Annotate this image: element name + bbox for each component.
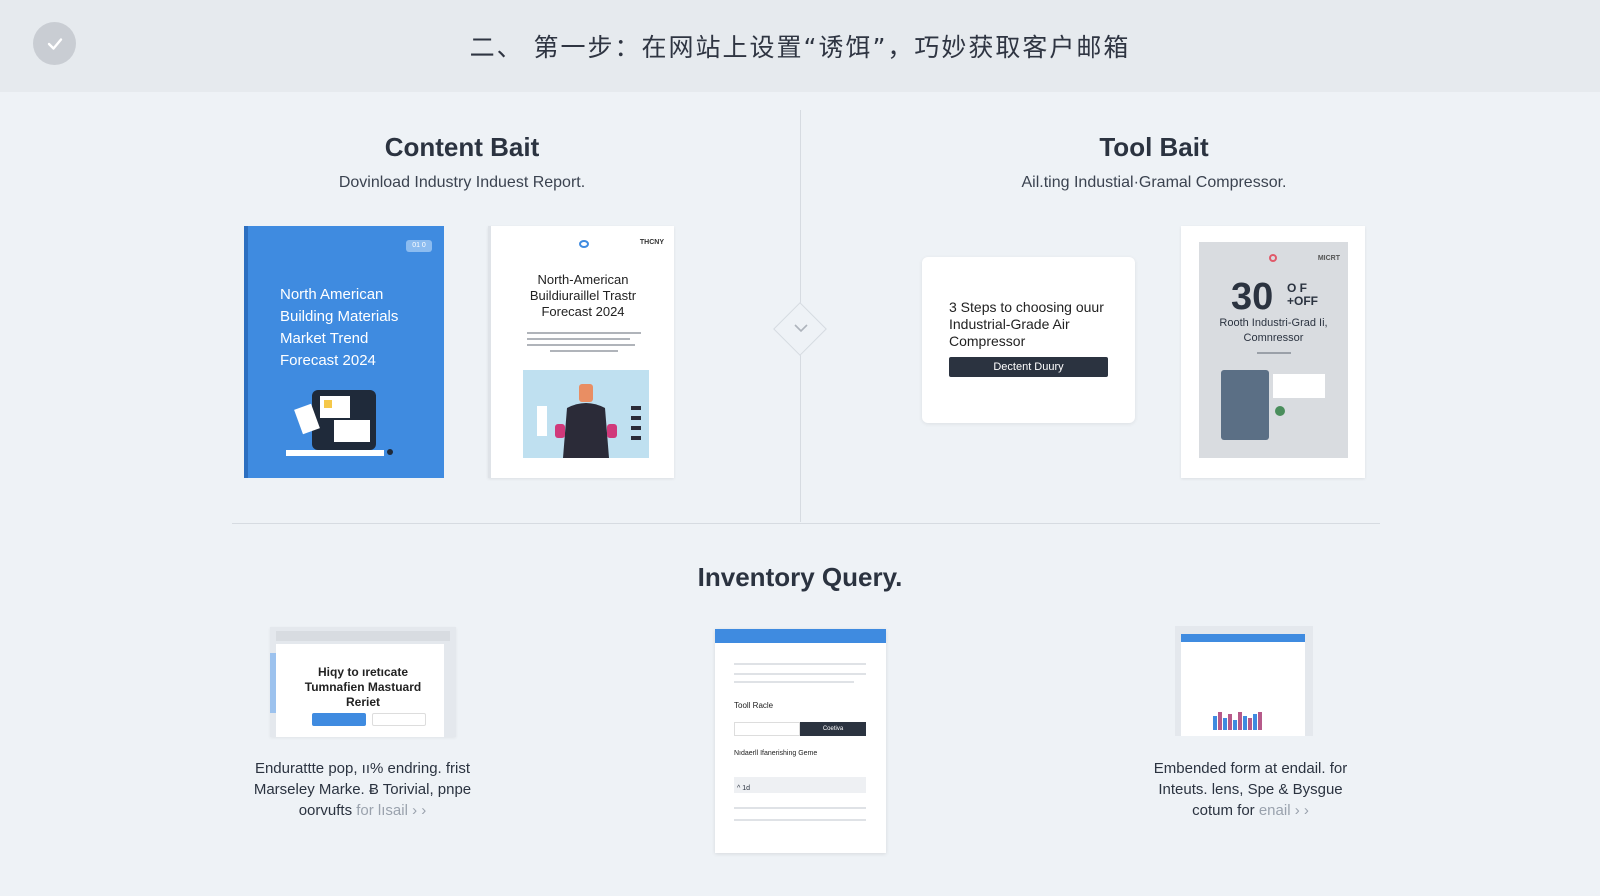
dashboard-caption: Embended form at endail. for Inteuts. le… <box>1108 758 1393 821</box>
dashboard-screenshot[interactable] <box>1175 626 1313 736</box>
form-tab-b[interactable]: Coetiva <box>800 722 866 736</box>
form-screenshot[interactable]: Tooll Racle Coetiva Nıdaerll Ifanerishin… <box>715 629 886 853</box>
popup-title: Hiqy to ıretıcate Tumnafien Mastuard Rer… <box>304 665 422 709</box>
dashboard-top-bar <box>1181 634 1305 642</box>
dashboard-bar-chart <box>1213 712 1301 732</box>
report-cover-white[interactable]: THCNY North-American Buildiuraillel Tras… <box>488 226 674 478</box>
caption-line: oorvufts <box>298 802 353 819</box>
popup-caption: Endurattte pop, ıı% endring. frist Marse… <box>220 758 505 821</box>
check-button[interactable] <box>33 22 76 65</box>
form-line <box>734 807 866 809</box>
poster-logo-icon <box>1269 254 1277 262</box>
cover-title: North American Building Materials Market… <box>280 286 399 369</box>
popup-screenshot[interactable]: Hiqy to ıretıcate Tumnafien Mastuard Rer… <box>270 627 456 737</box>
form-line <box>734 681 854 683</box>
poster-off-line1: O F <box>1287 281 1307 295</box>
poster-off-line2: +OFF <box>1287 294 1319 308</box>
promo-poster[interactable]: MICRT 30 O F+OFF Rooth Industri-Grad Ii,… <box>1199 242 1348 458</box>
poster-brand: MICRT <box>1317 255 1340 262</box>
poster-discount-number: 30 <box>1231 276 1274 318</box>
laptop-illustration-icon <box>286 390 393 456</box>
checkmark-icon <box>47 37 62 50</box>
cover-title: North-American Buildiuraillel Trastr For… <box>529 272 637 319</box>
caption-link[interactable]: enail <box>1254 802 1291 819</box>
poster-dot-icon <box>1275 406 1285 416</box>
browser-bar <box>276 631 450 641</box>
caption-line: Inteuts. lens, Spe & Bysgue <box>1158 781 1343 798</box>
poster-rule <box>1257 352 1291 354</box>
horizontal-divider <box>232 523 1380 524</box>
inventory-title: Inventory Query. <box>697 562 903 592</box>
poster-note <box>1273 374 1325 398</box>
report-cover-blue[interactable]: 01 0 North American Building Materials M… <box>244 226 444 478</box>
poster-title: Rooth Industri-Grad Ii, Comnressor <box>1219 317 1328 344</box>
poster-discount-label: O F+OFF <box>1287 282 1318 308</box>
guide-card[interactable]: 3 Steps to choosing ouur Industrial-Grad… <box>922 257 1135 423</box>
form-line <box>734 663 866 665</box>
caption-line: Embended form at endail. for <box>1153 760 1348 777</box>
content-bait-title: Content Bait <box>384 132 540 162</box>
person-illustration-icon <box>523 370 649 458</box>
chevron-down-icon[interactable] <box>791 318 811 338</box>
cover-brand: THCNY <box>639 239 664 246</box>
chevron-right-icon[interactable]: › › <box>407 802 427 819</box>
popup-primary-button[interactable] <box>312 713 366 726</box>
form-label-2: Nıdaerll Ifanerishing Geme <box>734 750 818 757</box>
compressor-machine-icon <box>1221 370 1269 440</box>
tool-bait-subtitle: Ail.ting Industial·Gramal Compressor. <box>1021 174 1287 191</box>
form-label: Tooll Racle <box>734 701 774 710</box>
form-line <box>734 819 866 821</box>
chevron-right-icon[interactable]: › › <box>1290 802 1309 819</box>
caption-link[interactable]: for lısail <box>352 802 408 819</box>
tool-bait-title: Tool Bait <box>1099 132 1209 162</box>
page-title: 二、 第一步：在网站上设置“诱饵”，巧妙获取客户邮箱 <box>469 33 1131 62</box>
guide-card-button[interactable]: Dectent Duury <box>949 357 1108 377</box>
form-field-text: ^ 1d <box>737 785 751 792</box>
form-tab-a[interactable] <box>734 722 800 736</box>
form-line <box>734 673 866 675</box>
cover-body-lines <box>527 332 641 356</box>
form-top-bar <box>715 629 886 643</box>
guide-card-title: 3 Steps to choosing ouur Industrial-Grad… <box>949 299 1104 349</box>
content-bait-subtitle: Dovinload Industry Induest Report. <box>338 174 586 191</box>
cover-badge: 01 0 <box>406 240 432 252</box>
form-field[interactable]: ^ 1d <box>734 777 866 793</box>
caption-line: cotum for <box>1192 802 1255 819</box>
caption-line: Endurattte pop, ıı% endring. frist <box>254 760 471 777</box>
popup-secondary-button[interactable] <box>372 713 426 726</box>
caption-line: Marseley Marke. Ƀ Torivial, pnpe <box>253 781 472 798</box>
header-bar: 二、 第一步：在网站上设置“诱饵”，巧妙获取客户邮箱 <box>0 0 1600 92</box>
panel-edge <box>270 653 276 713</box>
brand-logo-icon <box>579 240 589 248</box>
